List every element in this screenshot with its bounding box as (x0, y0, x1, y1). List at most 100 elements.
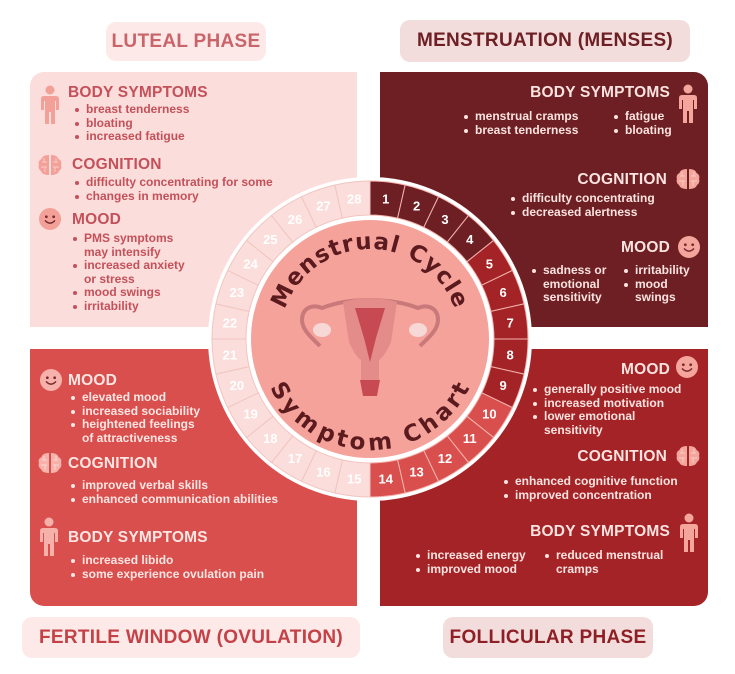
list-item: menstrual cramps (461, 109, 578, 124)
day-number: 9 (499, 378, 506, 393)
list-item: increased anxiety or stress (70, 258, 185, 286)
day-number: 12 (438, 451, 452, 466)
day-number: 5 (486, 256, 493, 271)
smiley-icon (678, 236, 700, 258)
list-item: heightened feelings of attractiveness (68, 417, 200, 445)
list-item: bloating (72, 116, 189, 131)
smiley-icon (40, 369, 62, 391)
day-number: 10 (482, 407, 496, 422)
day-number: 14 (379, 472, 394, 487)
day-number: 24 (243, 256, 258, 271)
mood-heading: MOOD (620, 239, 670, 256)
mood-heading: MOOD (72, 211, 122, 228)
day-number: 1 (382, 191, 389, 206)
day-number: 3 (441, 212, 448, 227)
smiley-icon (39, 208, 61, 230)
day-number: 27 (316, 198, 330, 213)
day-number: 4 (466, 232, 474, 247)
list-item: improved verbal skills (68, 478, 278, 493)
list-item: increased fatigue (72, 130, 189, 144)
list-item: mood swings (70, 286, 185, 300)
person-icon (40, 85, 60, 125)
uterus-illustration (299, 298, 441, 396)
cognition-heading: COGNITION (577, 171, 667, 188)
list-item: irritability (70, 299, 185, 314)
list-item: difficulty concentrating for some (72, 175, 273, 190)
list-item: breast tenderness (72, 102, 189, 117)
day-number: 20 (230, 378, 244, 393)
brain-icon (676, 445, 700, 467)
day-number: 21 (223, 347, 237, 362)
list-item: bloating (611, 123, 672, 138)
list-item: PMS symptoms may intensify (70, 231, 185, 259)
list-item: irritability (621, 263, 690, 278)
day-number: 15 (347, 472, 361, 487)
cognition-heading: COGNITION (577, 448, 667, 465)
list-item: mood swings (621, 277, 690, 305)
day-number: 23 (230, 285, 244, 300)
smiley-icon (676, 356, 698, 378)
person-icon (679, 513, 699, 553)
day-number: 18 (263, 431, 277, 446)
list-item: changes in memory (72, 189, 273, 204)
fertile-window-title: FERTILE WINDOW (OVULATION) (22, 617, 360, 658)
list-item: fatigue (611, 109, 672, 124)
mood-heading: MOOD (68, 372, 118, 389)
cognition-heading: COGNITION (68, 455, 158, 472)
list-item: elevated mood (68, 390, 200, 405)
day-number: 8 (506, 347, 513, 362)
body-symptoms-heading: BODY SYMPTOMS (530, 523, 670, 540)
day-number: 17 (288, 451, 302, 466)
luteal-phase-title: LUTEAL PHASE (106, 22, 266, 61)
list-item: increased energy (413, 548, 526, 563)
cognition-heading: COGNITION (72, 156, 162, 173)
follicular-phase-title: FOLLICULAR PHASE (443, 617, 653, 658)
brain-icon (38, 154, 62, 176)
day-number: 7 (506, 316, 513, 331)
body-symptoms-heading: BODY SYMPTOMS (68, 529, 208, 546)
person-icon (39, 517, 59, 557)
brain-icon (38, 452, 62, 474)
body-symptoms-heading: BODY SYMPTOMS (68, 84, 208, 101)
day-number: 25 (263, 232, 277, 247)
day-number: 26 (288, 212, 302, 227)
list-item: increased libido (68, 553, 264, 568)
body-symptoms-list-col2: reduced menstrual cramps (542, 548, 663, 576)
list-item: enhanced communication abilities (68, 492, 278, 507)
day-number: 13 (409, 465, 423, 480)
body-symptoms-heading: BODY SYMPTOMS (530, 84, 670, 101)
day-number: 28 (347, 191, 361, 206)
menstruation-title: MENSTRUATION (MENSES) (400, 20, 690, 62)
list-item: generally positive mood (530, 382, 681, 397)
list-item: lower emotional sensitivity (530, 409, 681, 437)
list-item: improved concentration (501, 488, 678, 503)
mood-heading: MOOD (620, 361, 670, 378)
day-number: 16 (316, 465, 330, 480)
list-item: difficulty concentrating (508, 191, 655, 206)
person-icon (678, 84, 698, 124)
list-item: increased motivation (530, 396, 681, 411)
list-item: sadness or emotional sensitivity (529, 263, 606, 305)
day-number: 19 (243, 407, 257, 422)
list-item: decreased alertness (508, 205, 655, 220)
day-number: 6 (499, 285, 506, 300)
list-item: increased sociability (68, 404, 200, 419)
day-number: 11 (463, 431, 477, 446)
list-item: some experience ovulation pain (68, 567, 264, 582)
list-item: breast tenderness (461, 123, 578, 138)
day-number: 22 (223, 316, 237, 331)
list-item: enhanced cognitive function (501, 474, 678, 489)
